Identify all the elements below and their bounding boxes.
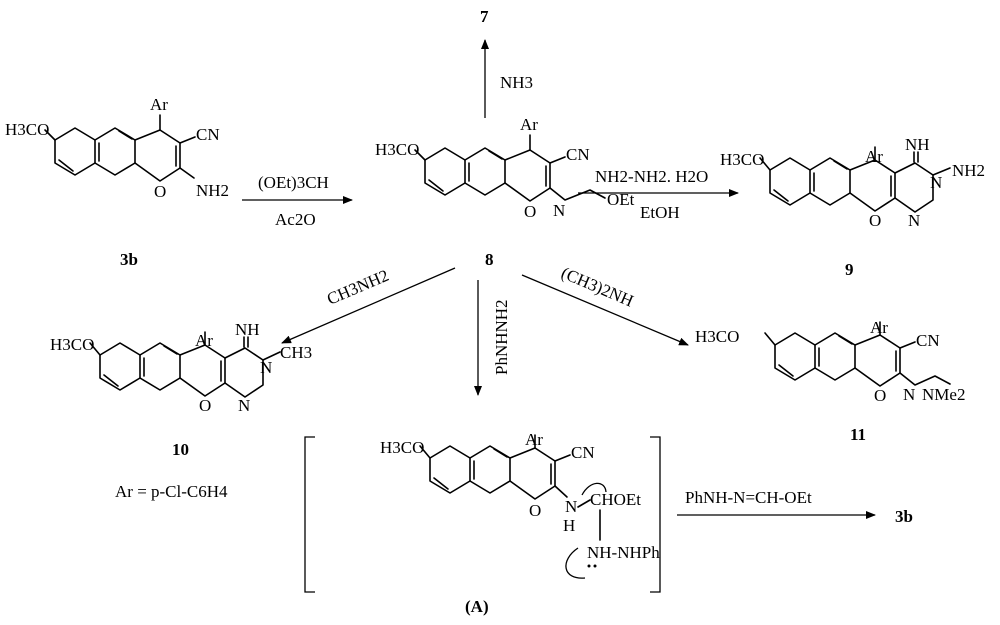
arrow-A-to-3b: PhNH-N=CH-OEt 3b [677, 488, 913, 526]
methoxy-label: H3CO [380, 438, 424, 457]
compound-id: 8 [485, 250, 494, 269]
compound-id: 3b [120, 250, 138, 269]
product-3b-id: 3b [895, 507, 913, 526]
ar-label: Ar [520, 115, 538, 134]
electron-arrow-1 [581, 482, 607, 496]
ar-label: Ar [195, 331, 213, 350]
ar-label: Ar [525, 430, 543, 449]
methoxy-label: H3CO [695, 327, 739, 346]
imine-nitrogen-label: N [903, 385, 915, 404]
electron-arrow-2 [565, 547, 586, 579]
compound-id: 10 [172, 440, 189, 459]
compound-10: H3CO Ar NH N CH3 O N 10 [50, 320, 312, 459]
reagent-label: PhNH-N=CH-OEt [685, 488, 812, 507]
reagent-label: Ac2O [275, 210, 316, 229]
arrow-8-to-7: NH3 7 [480, 7, 533, 118]
methoxy-label: H3CO [5, 120, 49, 139]
ring-oxygen-label: O [199, 396, 211, 415]
compound-8: H3CO Ar CN O N OEt 8 [375, 115, 635, 269]
imine-nh-label: NH [235, 320, 260, 339]
methyl-label: CH3 [280, 343, 312, 362]
ring-n1-label: N [238, 396, 250, 415]
ar-label: Ar [150, 95, 168, 114]
choet-label: CHOEt [590, 490, 641, 509]
lone-pair-dot [587, 564, 591, 568]
reagent-label: EtOH [640, 203, 680, 222]
compound-11: H3CO Ar CN O N NMe2 11 [695, 318, 965, 444]
ring-oxygen-label: O [154, 182, 166, 201]
ring-oxygen-label: O [874, 386, 886, 405]
cn-label: CN [916, 331, 940, 350]
amino-label: NH2 [196, 181, 229, 200]
lone-pair-dot [593, 564, 597, 568]
amino-label: NH2 [952, 161, 985, 180]
amine-h-label: H [563, 516, 575, 535]
compound-id: 9 [845, 260, 854, 279]
reagent-label: (OEt)3CH [258, 173, 329, 192]
compound-id: 11 [850, 425, 866, 444]
methoxy-label: H3CO [375, 140, 419, 159]
methoxy-label: H3CO [720, 150, 764, 169]
cn-label: CN [571, 443, 595, 462]
reagent-label: CH3NH2 [324, 266, 391, 309]
cn-label: CN [566, 145, 590, 164]
ar-label: Ar [865, 147, 883, 166]
arrow-8-to-11: (CH3)2NH [521, 263, 689, 346]
ring-n3-label: N [260, 358, 272, 377]
reagent-label: NH3 [500, 73, 533, 92]
reagent-label: (CH3)2NH [558, 263, 636, 310]
intermediate-a: H3CO Ar CN O N H CHOEt NH-NHPh (A) [304, 430, 661, 616]
compound-7-id: 7 [480, 7, 489, 26]
ar-label: Ar [870, 318, 888, 337]
methoxy-label: H3CO [50, 335, 94, 354]
compound-3b: H3CO Ar CN O NH2 3b [5, 95, 229, 269]
left-bracket [304, 436, 315, 593]
dimethylamino-label: NMe2 [922, 385, 965, 404]
imine-nh-label: NH [905, 135, 930, 154]
ring-n3-label: N [930, 173, 942, 192]
arrow-8-to-10: CH3NH2 [281, 266, 456, 344]
ring-n1-label: N [908, 211, 920, 230]
ring-oxygen-label: O [524, 202, 536, 221]
ethoxy-label: OEt [607, 190, 635, 209]
right-bracket [650, 436, 661, 593]
arrow-8-to-9: NH2-NH2. H2O EtOH [578, 167, 739, 222]
arrow-3b-to-8: (OEt)3CH Ac2O [242, 173, 353, 229]
intermediate-label: (A) [465, 597, 489, 616]
imine-nitrogen-label: N [553, 201, 565, 220]
arrow-8-to-A: PhNHNH2 [474, 280, 511, 396]
amine-n-label: N [565, 497, 577, 516]
compound-9: H3CO Ar NH N NH2 O N 9 [720, 135, 985, 279]
cn-label: CN [196, 125, 220, 144]
nhnhph-label: NH-NHPh [587, 543, 660, 562]
reagent-label: NH2-NH2. H2O [595, 167, 708, 186]
ring-oxygen-label: O [529, 501, 541, 520]
reagent-label: PhNHNH2 [492, 299, 511, 375]
ring-oxygen-label: O [869, 211, 881, 230]
ar-definition: Ar = p-Cl-C6H4 [115, 482, 228, 501]
